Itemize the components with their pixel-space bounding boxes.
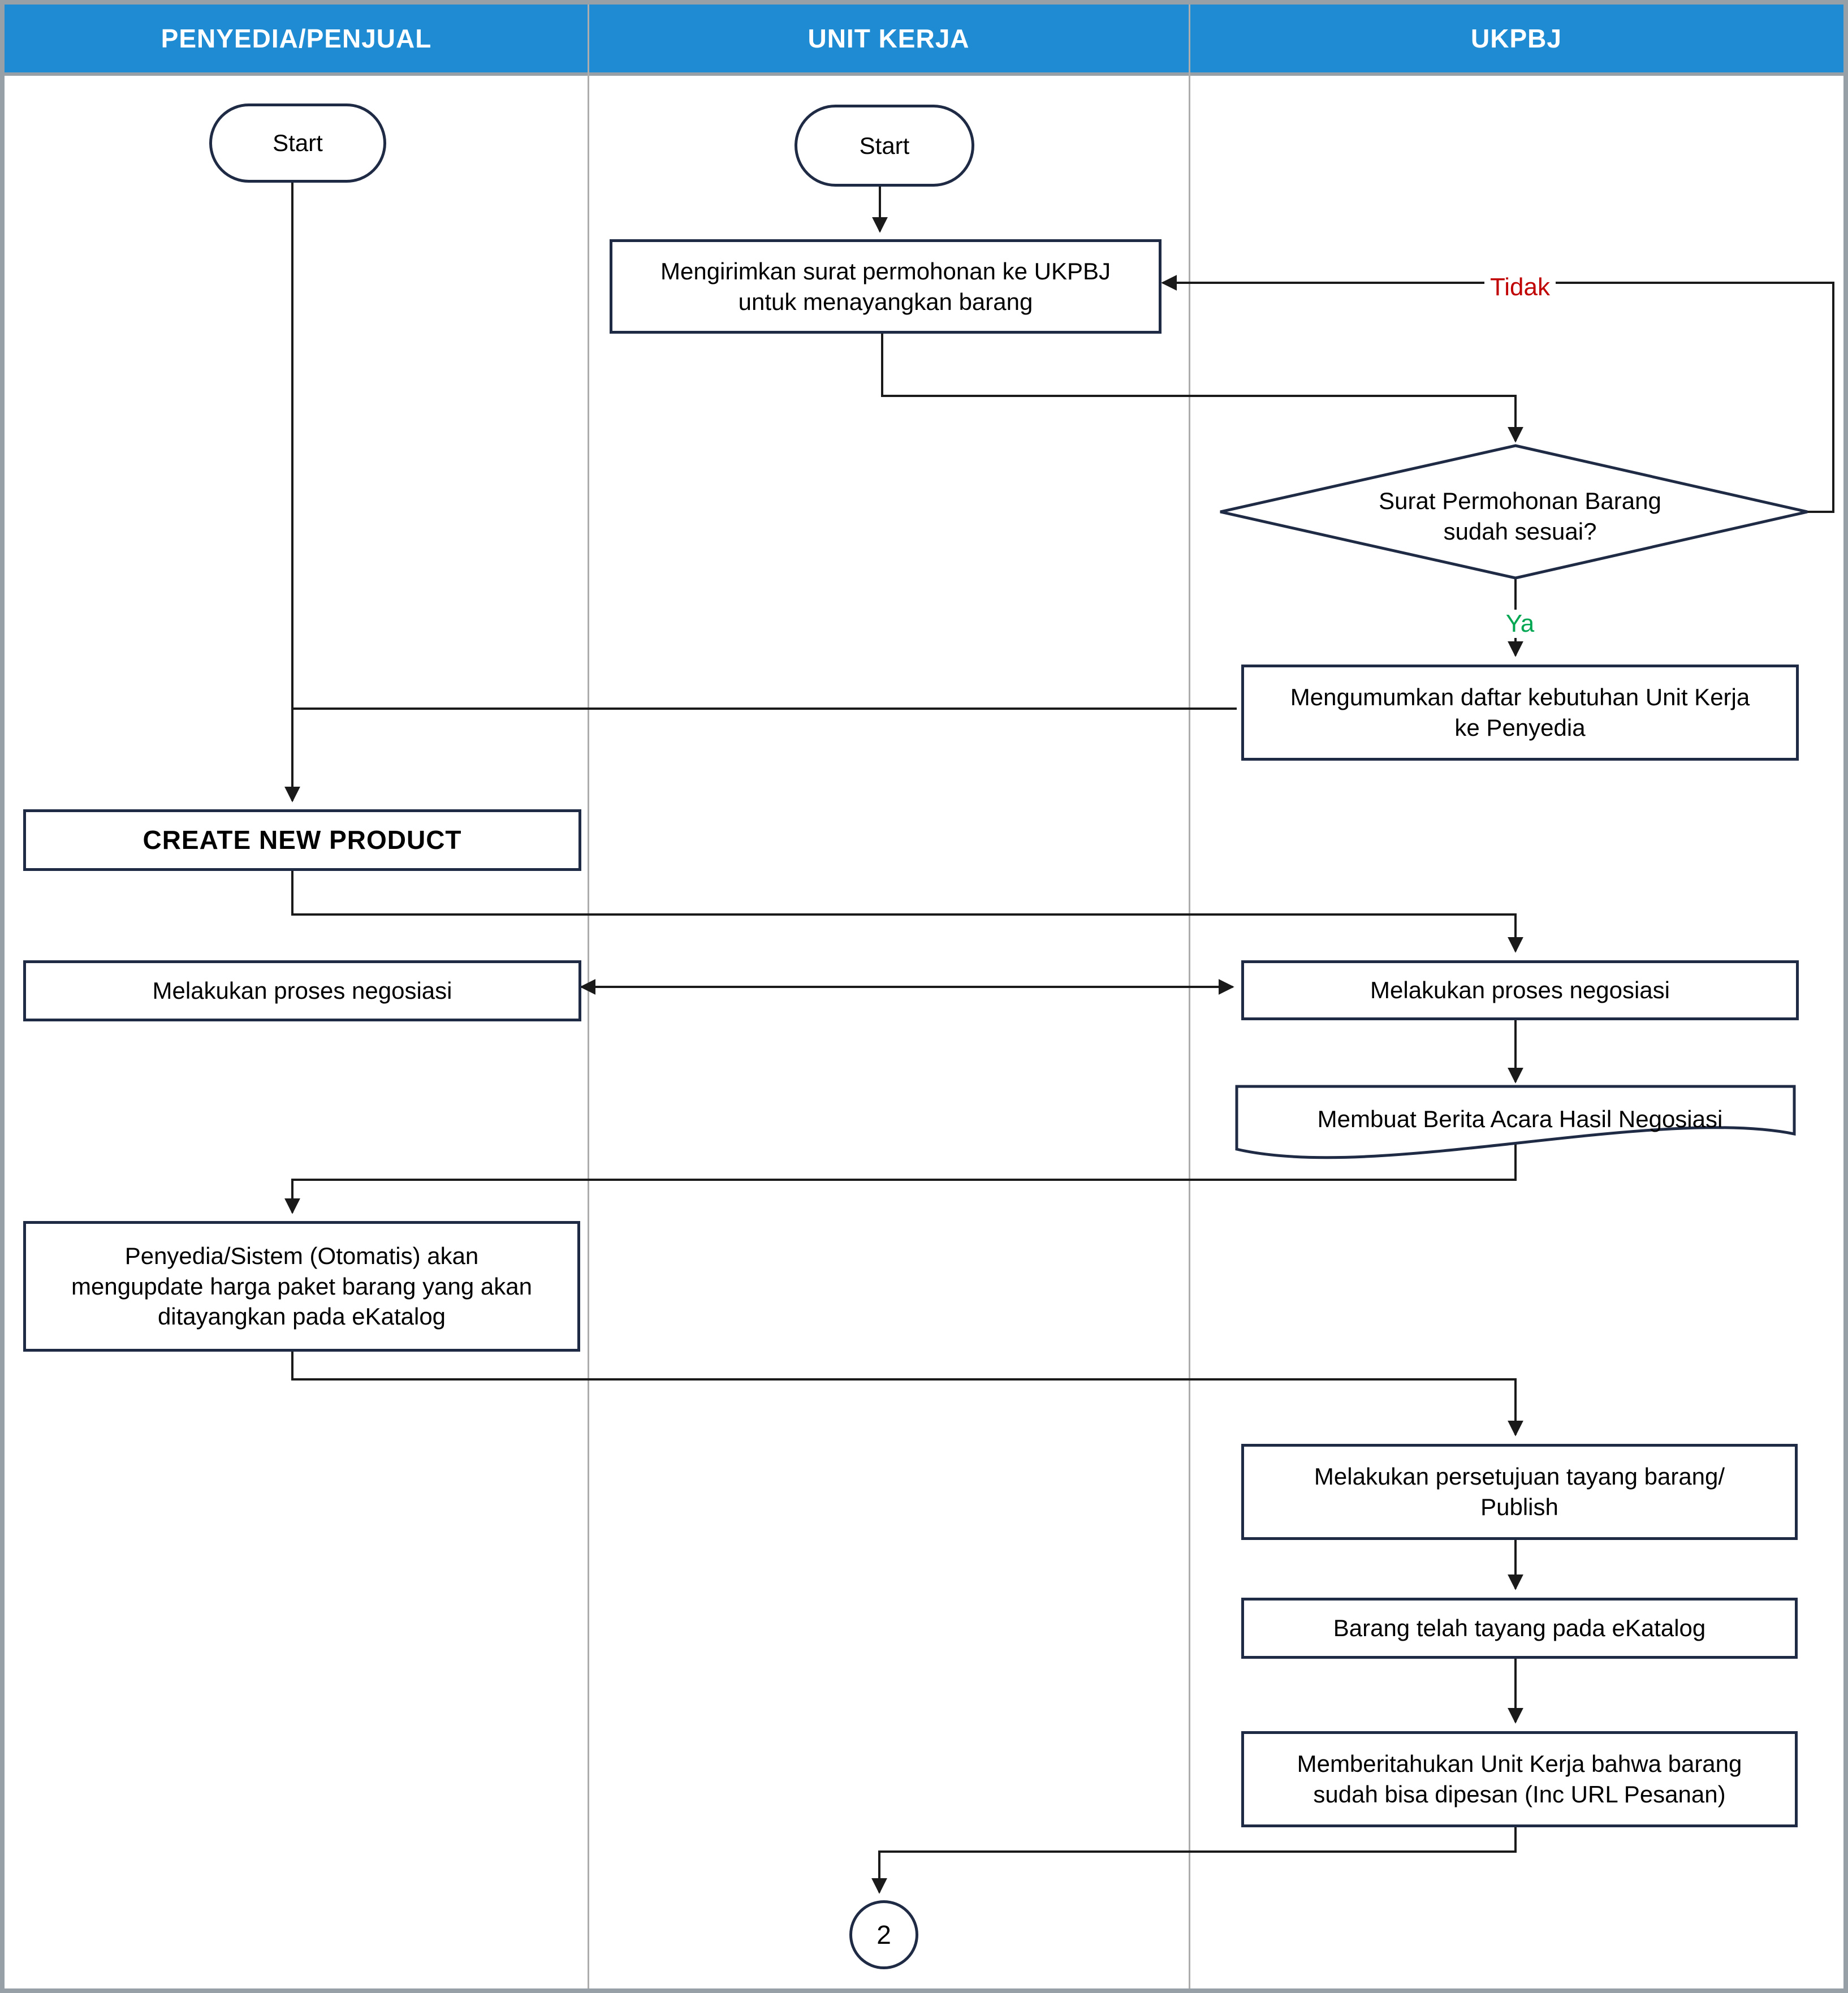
process-kirim-surat: Mengirimkan surat permohonan ke UKPBJ un… bbox=[610, 239, 1162, 334]
decision-surat-label: Surat Permohonan Barang sudah sesuai? bbox=[1379, 488, 1661, 545]
edge-update-harga-to-persetujuan bbox=[291, 1347, 1523, 1436]
document-berita-acara-label: Membuat Berita Acara Hasil Negosiasi bbox=[1317, 1106, 1723, 1133]
edge-label-tidak: Tidak bbox=[1484, 273, 1556, 301]
lane-divider-1 bbox=[588, 5, 589, 1988]
lane-header-penyedia-penjual: PENYEDIA/PENJUAL bbox=[5, 5, 588, 72]
header-underline bbox=[5, 72, 1843, 76]
edge-berita-acara-to-update-harga bbox=[284, 1144, 1517, 1214]
process-negosiasi-ukpbj: Melakukan proses negosiasi bbox=[1241, 960, 1799, 1020]
terminator-start-unit-kerja: Start bbox=[795, 105, 974, 187]
lane-divider-2 bbox=[1189, 5, 1190, 1988]
process-update-harga: Penyedia/Sistem (Otomatis) akan mengupda… bbox=[23, 1221, 580, 1352]
edge-kirim-surat-to-decision bbox=[881, 329, 1523, 443]
edge-create-to-nego-ukpbj bbox=[291, 866, 1523, 953]
process-beritahu-unit-kerja: Memberitahukan Unit Kerja bahwa barang s… bbox=[1241, 1731, 1798, 1827]
lane-header-ukpbj: UKPBJ bbox=[1189, 5, 1843, 72]
process-persetujuan-tayang: Melakukan persetujuan tayang barang/ Pub… bbox=[1241, 1444, 1798, 1540]
process-create-new-product: CREATE NEW PRODUCT bbox=[23, 809, 581, 871]
edge-label-ya: Ya bbox=[1500, 610, 1540, 638]
offpage-connector-2: 2 bbox=[849, 1900, 918, 1969]
lane-header-unit-kerja: UNIT KERJA bbox=[588, 5, 1189, 72]
terminator-start-penyedia: Start bbox=[209, 103, 386, 183]
process-umumkan-kebutuhan: Mengumumkan daftar kebutuhan Unit Kerja … bbox=[1241, 665, 1799, 761]
edge-beritahu-to-connector-2 bbox=[871, 1823, 1517, 1894]
process-barang-tayang: Barang telah tayang pada eKatalog bbox=[1241, 1598, 1798, 1659]
process-negosiasi-penyedia: Melakukan proses negosiasi bbox=[23, 960, 581, 1021]
